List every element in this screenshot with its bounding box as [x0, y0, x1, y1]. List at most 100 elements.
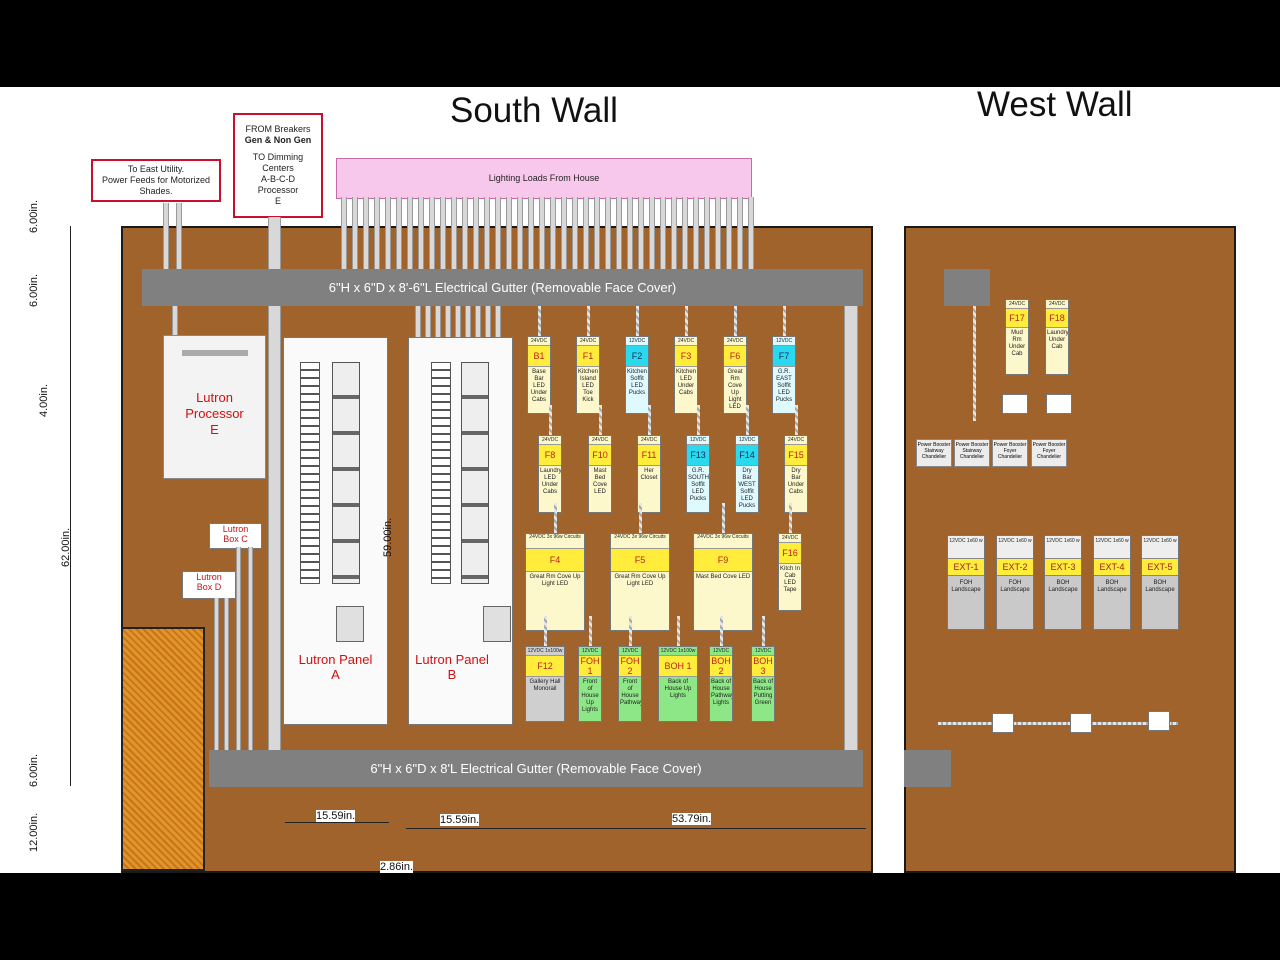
module-id: F1	[577, 346, 599, 367]
module-header: 24VDC	[724, 337, 746, 346]
module-id: F3	[675, 346, 697, 367]
outlet-box	[1046, 394, 1072, 414]
module-id: F13	[687, 445, 709, 466]
conduit	[484, 197, 490, 269]
box-d-line-2: Box D	[196, 582, 222, 592]
from-breakers-line-1: FROM Breakers	[245, 124, 311, 134]
dimension-panel-b-width: 15.59in.	[440, 814, 480, 826]
conduit	[268, 217, 281, 269]
dimension-remaining-width: 53.79in.	[672, 813, 712, 825]
east-utility-line-3: Shades.	[139, 186, 173, 196]
panel-a-label: Lutron Panel A	[284, 652, 387, 682]
module-header: 24VDC	[779, 534, 801, 543]
module-header: 24VDC	[1006, 300, 1028, 309]
bottom-gutter: 6"H x 6"D x 8'L Electrical Gutter (Remov…	[209, 750, 863, 787]
module-id: B1	[528, 346, 550, 367]
module-header: 12VDC 1x60 w	[948, 536, 984, 559]
module-header: 24VDC	[1046, 300, 1068, 309]
conduit	[538, 306, 541, 336]
conduit	[163, 203, 169, 269]
west-wall-title: West Wall	[977, 85, 1133, 124]
conduit	[722, 503, 725, 533]
top-gutter: 6"H x 6"D x 8'-6"L Electrical Gutter (Re…	[142, 269, 863, 306]
conduit	[639, 503, 642, 533]
module-header: 12VDC	[619, 647, 641, 656]
module-header: 12VDC	[736, 436, 758, 445]
conduit	[440, 197, 446, 269]
conduit	[746, 405, 749, 435]
lutron-panel-b: Lutron Panel B	[408, 337, 513, 725]
power-booster: Power Booster Foyer Chandelier	[992, 439, 1028, 467]
west-conduit	[938, 722, 1178, 725]
conduit	[599, 405, 602, 435]
module-id: F6	[724, 346, 746, 367]
module-description: Mast Bed Cove LED	[695, 574, 751, 580]
conduit	[748, 197, 754, 269]
module-description: Laundry LED Under Cabs	[540, 468, 562, 495]
conduit	[248, 547, 253, 750]
panel-b-controller	[483, 606, 511, 642]
conduit	[385, 197, 391, 269]
conduit	[587, 306, 590, 336]
module-description: Kitchen LED Under Cabs	[676, 369, 697, 396]
panel-b-module-column	[461, 362, 489, 584]
from-breakers-line-8: E	[274, 196, 281, 206]
conduit	[363, 197, 369, 269]
conduit	[704, 197, 710, 269]
module-header: 12VDC	[710, 647, 732, 656]
module-header: 24VDC	[528, 337, 550, 346]
module-id: EXT-1	[948, 559, 984, 576]
conduit	[671, 197, 677, 269]
module-id: F18	[1046, 309, 1068, 328]
east-utility-line-1: To East Utility.	[127, 164, 185, 174]
dimension-left-2: 6.00in.	[28, 273, 40, 307]
conduit	[407, 197, 413, 269]
conduit	[485, 306, 491, 337]
module-id: F7	[773, 346, 795, 367]
processor-label: Lutron Processor E	[164, 390, 265, 438]
from-breakers-line-4: TO Dimming	[252, 152, 304, 162]
south-wall-title: South Wall	[450, 91, 618, 130]
conduit	[224, 598, 229, 750]
module-id: EXT-5	[1142, 559, 1178, 576]
conduit	[214, 598, 219, 750]
module-description: Kitchen Soffit LED Pucks	[627, 369, 648, 396]
from-breakers-line-5: Centers	[262, 163, 294, 173]
module-description: Her Closet	[640, 468, 658, 481]
conduit	[544, 616, 547, 646]
module-header: 12VDC 1x60 w	[997, 536, 1033, 559]
conduit	[396, 197, 402, 269]
conduit	[762, 616, 765, 646]
panel-b-label: Lutron Panel B	[409, 652, 495, 682]
dimension-line	[70, 226, 71, 786]
module-header: 12VDC	[752, 647, 774, 656]
west-junction-top	[944, 269, 990, 306]
lutron-panel-a: Lutron Panel A	[283, 337, 388, 725]
conduit	[554, 503, 557, 533]
conduit	[341, 197, 347, 269]
module-header: 24VDC	[675, 337, 697, 346]
conduit	[715, 197, 721, 269]
conduit	[506, 197, 512, 269]
module-header: 24VDC 3x 96w Circuits	[694, 534, 752, 549]
module-description: FOH Landscape	[1000, 580, 1030, 593]
power-booster: Power Booster Stairway Chandelier	[954, 439, 990, 467]
module-id: FOH 1	[579, 656, 601, 677]
conduit	[473, 197, 479, 269]
dimension-panel-gap: 2.86in.	[380, 861, 414, 873]
east-utility-line-2: Power Feeds for Motorized	[101, 175, 211, 185]
module-description: Great Rm Cove Up Light LED	[529, 574, 581, 587]
